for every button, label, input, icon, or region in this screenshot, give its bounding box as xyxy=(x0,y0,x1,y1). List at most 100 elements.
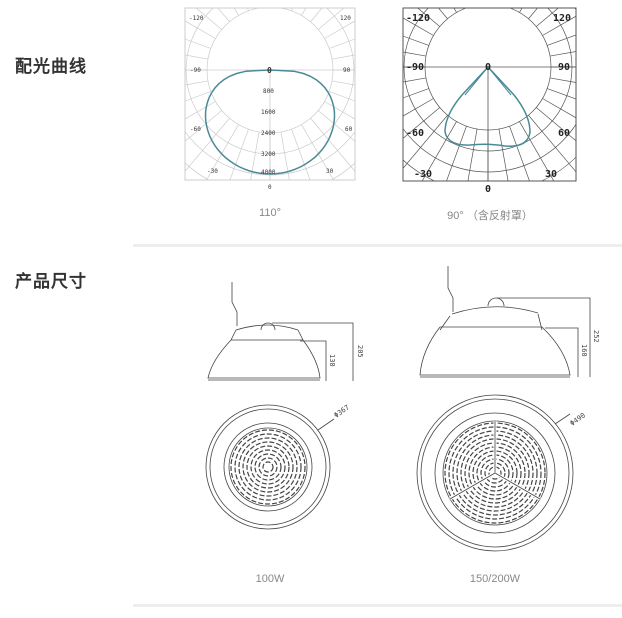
polar-spoke xyxy=(542,15,576,36)
polar-caption: 90° （含反射罩） xyxy=(447,210,533,222)
center-label: 0 xyxy=(485,62,491,73)
heatsink-fin xyxy=(242,441,294,493)
outer-rim xyxy=(416,394,574,552)
polar-spoke xyxy=(403,88,429,99)
polar-spoke xyxy=(421,121,457,181)
polar-spoke xyxy=(281,8,282,9)
height-body-label: 160 xyxy=(580,344,588,357)
heatsink-fin xyxy=(254,453,282,481)
intensity-curve xyxy=(464,66,512,96)
heatsink-fin xyxy=(448,426,542,520)
polar-spoke xyxy=(185,20,216,39)
polar-spoke xyxy=(329,91,355,102)
polar-spoke xyxy=(403,98,434,117)
dimension-caption: 100W xyxy=(255,573,285,585)
polar-spoke xyxy=(549,51,576,57)
polar-spoke xyxy=(445,0,477,5)
polar-spoke xyxy=(247,8,249,11)
polar-spoke xyxy=(318,110,355,142)
top-view-100w xyxy=(205,404,335,530)
support-arm xyxy=(494,472,541,500)
polar-spoke xyxy=(542,98,576,119)
polar-spoke xyxy=(509,126,530,181)
ring-label: 4000 xyxy=(261,169,276,176)
angle-label: -30 xyxy=(414,169,432,180)
polar-caption: 110° xyxy=(259,207,281,219)
section-title-dimensions: 产品尺寸 xyxy=(15,272,87,291)
heatsink-fin xyxy=(460,438,530,508)
angle-label: 0 xyxy=(268,184,272,191)
polar-spoke xyxy=(291,129,311,180)
heatsink-fin xyxy=(234,433,302,501)
dimension-leader xyxy=(317,418,335,431)
polar-ring xyxy=(341,0,622,214)
height-total-label: 252 xyxy=(592,330,600,343)
polar-chart-110 xyxy=(185,8,355,180)
angle-label: 90 xyxy=(558,62,570,73)
outer-rim xyxy=(205,404,331,530)
center-label: 0 xyxy=(267,66,272,75)
polar-spoke xyxy=(403,35,429,46)
polar-spoke xyxy=(324,101,355,120)
polar-spoke xyxy=(250,131,260,180)
polar-spoke xyxy=(549,77,576,83)
polar-spoke xyxy=(185,118,230,172)
polar-spoke xyxy=(446,126,467,181)
ring-label: 800 xyxy=(263,88,274,95)
heatsink-fin xyxy=(238,437,298,497)
side-view-100w xyxy=(207,282,354,381)
polar-spoke xyxy=(331,54,355,60)
inner-rim xyxy=(420,398,570,548)
polar-spoke xyxy=(519,121,555,181)
housing-ring xyxy=(223,422,313,512)
polar-ring xyxy=(320,0,622,235)
heatsink-fin xyxy=(250,449,286,485)
polar-frame xyxy=(184,7,356,181)
dimension-leader xyxy=(554,413,571,425)
polar-spoke xyxy=(229,129,249,180)
polar-spoke xyxy=(528,115,576,173)
ring-label: 1600 xyxy=(261,109,276,116)
angle-label: 30 xyxy=(326,168,334,175)
housing-ring xyxy=(434,412,556,534)
polar-spoke xyxy=(185,38,211,49)
polar-spoke xyxy=(258,8,259,9)
polar-spoke xyxy=(185,110,222,142)
angle-label: -60 xyxy=(190,126,201,133)
polar-spoke xyxy=(453,8,457,13)
angle-label: 90 xyxy=(343,67,351,74)
top-view-150w xyxy=(416,394,574,552)
intensity-curve xyxy=(204,69,336,175)
polar-spoke xyxy=(301,124,334,180)
heatsink-fin xyxy=(488,466,502,480)
angle-label: 60 xyxy=(558,128,570,139)
polar-spoke xyxy=(467,128,478,181)
polar-spoke xyxy=(519,8,523,13)
polar-spoke xyxy=(318,8,345,30)
ring-label: 3200 xyxy=(261,151,276,158)
polar-spoke xyxy=(280,131,290,180)
height-body-label: 130 xyxy=(328,354,336,367)
polar-spoke xyxy=(547,88,576,100)
polar-spoke xyxy=(403,51,427,57)
heatsink-edge xyxy=(228,427,308,507)
polar-spoke xyxy=(510,0,574,8)
polar-spoke xyxy=(402,0,466,8)
dimension-caption: 150/200W xyxy=(469,573,521,585)
angle-label: -120 xyxy=(189,15,204,22)
polar-spoke xyxy=(185,101,216,120)
heatsink-fin xyxy=(258,457,278,477)
section-title-light-distribution: 配光曲线 xyxy=(15,57,87,76)
heatsink-fin xyxy=(246,445,290,489)
angle-label: -120 xyxy=(406,13,430,24)
side-view-150w xyxy=(419,266,591,378)
polar-spoke xyxy=(499,0,531,5)
angle-label: -60 xyxy=(406,128,424,139)
polar-spoke xyxy=(195,8,222,30)
polar-spoke xyxy=(403,107,440,139)
angle-label: 60 xyxy=(345,126,353,133)
diameter-label: Φ490 xyxy=(569,411,587,427)
angle-label: -90 xyxy=(406,62,424,73)
height-total-label: 205 xyxy=(356,345,364,358)
polar-spoke xyxy=(498,128,509,181)
